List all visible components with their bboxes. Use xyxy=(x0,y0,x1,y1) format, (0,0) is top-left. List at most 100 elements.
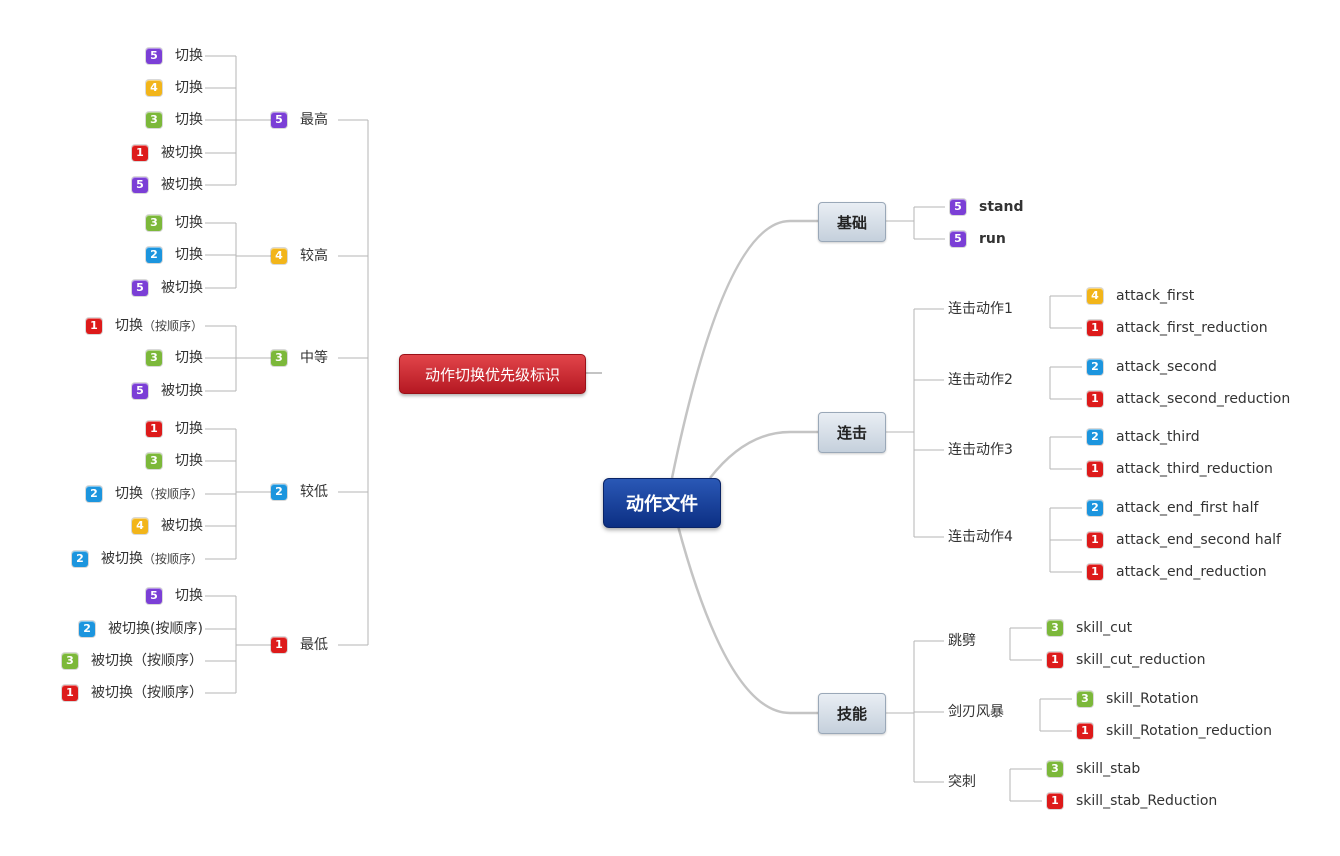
central-topic[interactable]: 动作文件 xyxy=(603,478,721,528)
topic-label: attack_first_reduction xyxy=(1116,320,1268,336)
combo-group[interactable]: 连击动作3 xyxy=(948,442,1013,458)
main-connector xyxy=(670,219,791,479)
priority-1-icon: 1 xyxy=(146,421,162,437)
topic-label: attack_first xyxy=(1116,288,1195,304)
legend-title-topic[interactable]: 动作切换优先级标识 xyxy=(399,354,586,394)
topic-label: 中等 xyxy=(300,350,328,366)
topic-label: 连击动作1 xyxy=(948,301,1013,317)
combo-group[interactable]: 连击动作2 xyxy=(948,372,1013,388)
switch-rule[interactable]: 1 被切换 xyxy=(132,145,203,161)
priority-1-icon: 1 xyxy=(132,145,148,161)
branch-combo[interactable]: 连击 xyxy=(818,412,886,453)
priority-1-icon: 1 xyxy=(1087,564,1103,580)
topic-label: 被切换（按顺序） xyxy=(91,653,203,669)
topic-label: 切换 xyxy=(175,588,203,604)
combo-group[interactable]: 连击动作1 xyxy=(948,301,1013,317)
priority-2-icon: 2 xyxy=(1087,429,1103,445)
topic-label: attack_end_second half xyxy=(1116,532,1281,548)
topic-label: attack_third xyxy=(1116,429,1200,445)
branch-skill[interactable]: 技能 xyxy=(818,693,886,734)
switch-rule[interactable]: 1 切换 xyxy=(146,421,203,437)
topic-label: 被切换 xyxy=(161,383,203,399)
switch-rule[interactable]: 5 切换 xyxy=(146,48,203,64)
priority-2-icon: 2 xyxy=(79,621,96,637)
switch-rule[interactable]: 3 被切换（按顺序） xyxy=(62,653,203,669)
topic-note: （按顺序） xyxy=(142,487,203,501)
priority-5-icon: 5 xyxy=(950,199,966,215)
topic-label: 被切换 xyxy=(161,280,203,296)
priority-4-icon: 4 xyxy=(146,80,162,96)
topic-label: 被切换 xyxy=(161,145,203,161)
priority-2-icon: 2 xyxy=(1087,500,1103,516)
topic-label: skill_stab_Reduction xyxy=(1076,793,1218,809)
topic-label: skill_cut_reduction xyxy=(1076,652,1206,668)
topic-label: 最高 xyxy=(300,112,328,128)
priority-5-icon: 5 xyxy=(132,383,148,399)
priority-3-icon: 3 xyxy=(1047,620,1063,636)
skill-group[interactable]: 跳劈 xyxy=(948,633,976,649)
topic-label: 切换 xyxy=(175,48,203,64)
topic-label: 剑刃风暴 xyxy=(948,704,1004,720)
combo-group[interactable]: 连击动作4 xyxy=(948,529,1013,545)
skill-group[interactable]: 突刺 xyxy=(948,774,976,790)
topic-label: 被切换（按顺序） xyxy=(91,685,203,701)
topic-label: 突刺 xyxy=(948,774,976,790)
priority-2-icon: 2 xyxy=(146,247,162,263)
priority-5-icon: 5 xyxy=(271,112,287,128)
switch-rule[interactable]: 1 被切换（按顺序） xyxy=(62,685,203,701)
main-connector xyxy=(676,525,791,715)
skill-group[interactable]: 剑刃风暴 xyxy=(948,704,1004,720)
branch-basic[interactable]: 基础 xyxy=(818,202,886,242)
action-node[interactable]: 2 attack_third xyxy=(1087,429,1200,445)
priority-5-icon: 5 xyxy=(146,48,162,64)
priority-1-icon: 1 xyxy=(1077,723,1093,739)
topic-label: attack_third_reduction xyxy=(1116,461,1273,477)
priority-level[interactable]: 5 最高 xyxy=(271,112,328,128)
topic-label: 切换 xyxy=(175,421,203,437)
priority-1-icon: 1 xyxy=(62,685,78,701)
topic-label: 连击动作4 xyxy=(948,529,1013,545)
priority-3-icon: 3 xyxy=(146,215,162,231)
topic-label: skill_stab xyxy=(1076,761,1141,777)
switch-rule[interactable]: 5 被切换 xyxy=(132,383,203,399)
topic-note: （按顺序） xyxy=(142,552,203,566)
topic-note: （按顺序） xyxy=(142,319,203,333)
priority-3-icon: 3 xyxy=(62,653,78,669)
priority-1-icon: 1 xyxy=(1087,391,1103,407)
topic-label: 被切换 xyxy=(161,177,203,193)
